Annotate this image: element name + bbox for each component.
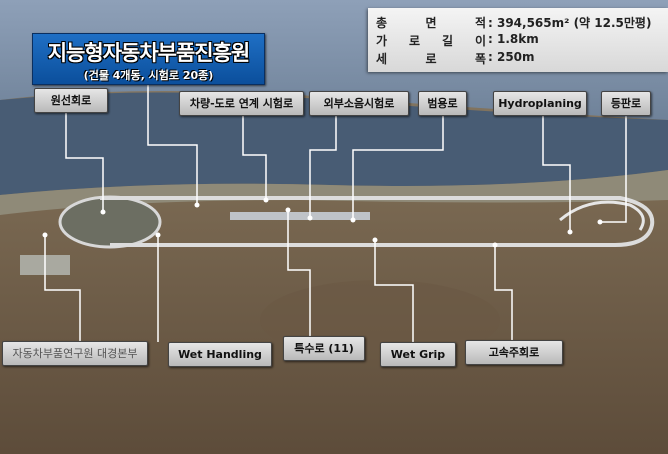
info-key: 적	[474, 16, 486, 30]
label-circular-track: 원선회로	[34, 88, 108, 113]
circular-track	[58, 195, 162, 249]
test-roads	[230, 212, 370, 220]
label-special-roads: 특수로 (11)	[283, 336, 365, 361]
banked-curve	[559, 200, 645, 231]
label-hill-climb: 등판로	[601, 91, 651, 116]
leader-lines	[44, 85, 627, 342]
info-key: 이	[474, 34, 486, 48]
leader-dots	[42, 197, 603, 248]
title-box: 지능형자동차부품진흥원 (건물 4개동, 시험로 20종)	[32, 33, 265, 85]
label-external-noise: 외부소음시험로	[309, 91, 409, 116]
label-vehicle-road-test: 차량-도로 연계 시험로	[179, 91, 304, 116]
info-row-length: 가 로 길 이 : 1.8km	[376, 32, 539, 49]
info-row-area: 총 면 적 : 394,565m² (약 12.5만평)	[376, 14, 651, 31]
info-key: 로	[425, 52, 437, 66]
river	[0, 92, 668, 195]
label-katech-daegyeong: 자동차부품연구원 대경본부	[2, 341, 148, 366]
label-hydroplaning: Hydroplaning	[493, 91, 587, 116]
label-general-road: 범용로	[418, 91, 467, 116]
info-value: : 250m	[488, 50, 535, 64]
info-value: : 1.8km	[488, 32, 539, 46]
label-wet-handling: Wet Handling	[168, 342, 272, 367]
info-key: 총	[376, 16, 388, 30]
riverbank	[0, 170, 668, 215]
high-speed-track	[100, 196, 655, 247]
label-wet-grip: Wet Grip	[380, 342, 456, 367]
info-value: : 394,565m² (약 12.5만평)	[488, 16, 652, 30]
label-high-speed-track: 고속주회로	[465, 340, 563, 365]
title: 지능형자동차부품진흥원	[47, 41, 251, 65]
info-key: 면	[425, 16, 437, 30]
info-key: 길	[441, 34, 454, 48]
info-key: 가	[376, 34, 388, 48]
info-row-width: 세 로 폭 : 250m	[376, 50, 535, 67]
info-key: 세	[376, 52, 388, 66]
info-key: 폭	[474, 52, 486, 66]
info-key: 로	[408, 34, 421, 48]
subtitle: (건물 4개동, 시험로 20종)	[83, 69, 214, 82]
